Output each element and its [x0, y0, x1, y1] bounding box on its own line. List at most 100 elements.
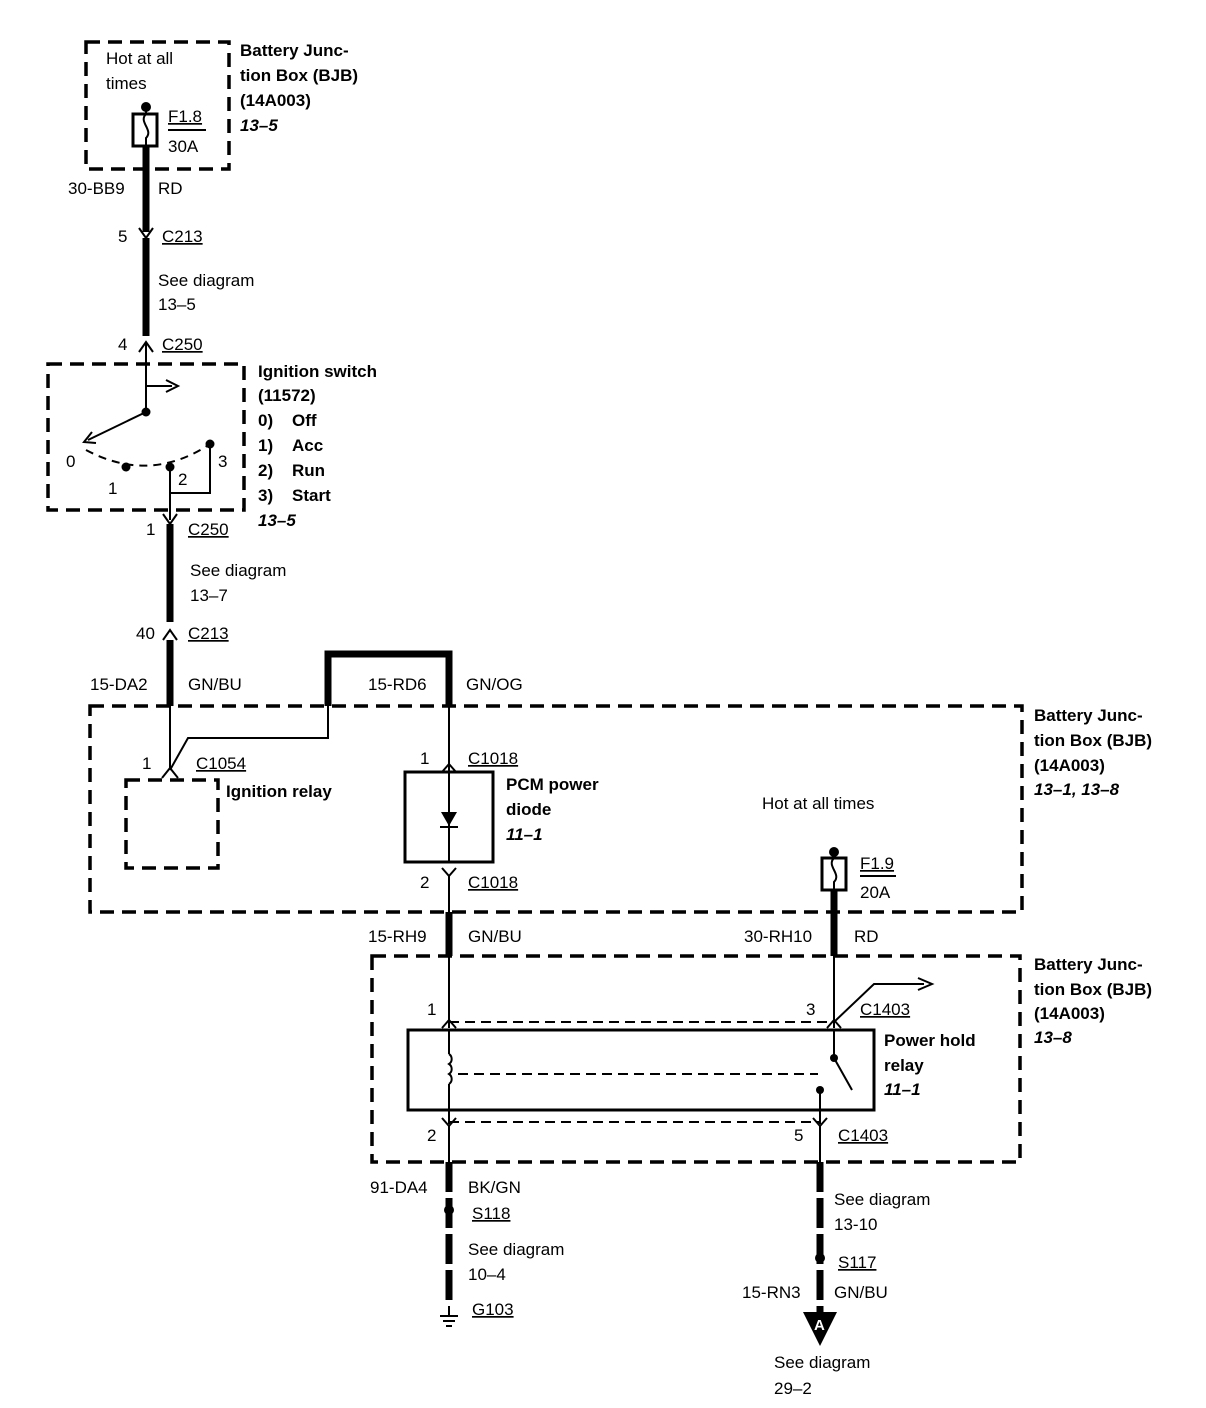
ignition-contact-2: 2	[178, 470, 187, 489]
wire-da4-color: BK/GN	[468, 1178, 521, 1197]
relay-pin1-icon	[441, 1018, 457, 1029]
pcm-diode-label-1: PCM power	[506, 775, 599, 794]
splice-s118-dot	[444, 1205, 454, 1215]
relay-pin5-label: 5	[794, 1126, 803, 1145]
relay-pin1-label: 1	[427, 1000, 436, 1019]
ignition-pos-0-label: Off	[292, 411, 317, 430]
pcm-diode-connector-top: C1018	[468, 749, 518, 768]
wire-rd6-to-relay	[169, 706, 329, 771]
see-13-7-line1: See diagram	[190, 561, 286, 580]
ignition-title-1: Ignition switch	[258, 362, 377, 381]
relay-coil-icon	[447, 1030, 453, 1110]
see-13-7-line2: 13–7	[190, 586, 228, 605]
bjb-top-title-1: Battery Junc-	[240, 41, 349, 60]
wire-rh10-circuit: 30-RH10	[744, 927, 812, 946]
fuse-f19-id: F1.9	[860, 854, 894, 873]
see-13-10-line1: See diagram	[834, 1190, 930, 1209]
connector-a-arrow-icon	[803, 1312, 837, 1346]
c213-bottom-pin-icon	[162, 628, 178, 641]
bjb-mid-title-1: Battery Junc-	[1034, 706, 1143, 725]
ignition-contact-3: 3	[218, 452, 227, 471]
see-10-4-line1: See diagram	[468, 1240, 564, 1259]
bjb-top-title-3: (14A003)	[240, 91, 311, 110]
bjb-mid-hot-note: Hot at all times	[762, 794, 874, 813]
pcm-diode-pin-top: 1	[420, 749, 429, 768]
bjb-bottom-title-1: Battery Junc-	[1034, 955, 1143, 974]
fuse-f19-rating: 20A	[860, 883, 891, 902]
wire-rh9-color: GN/BU	[468, 927, 522, 946]
fuse-f19-terminal	[829, 847, 839, 857]
pcm-diode-pin-top-icon	[441, 762, 457, 773]
ignition-ref: 13–5	[258, 511, 296, 530]
pcm-diode-ref: 11–1	[506, 825, 543, 844]
relay-connector-top: C1403	[860, 1000, 910, 1019]
bjb-mid-ref: 13–1, 13–8	[1034, 780, 1120, 799]
ignition-relay-box	[124, 778, 220, 870]
wire-bb9-color: RD	[158, 179, 183, 198]
see-13-10-line2: 13-10	[834, 1215, 877, 1234]
wire-rn3-circuit: 15-RN3	[742, 1283, 801, 1302]
ignition-pos-2-num: 2)	[258, 461, 273, 480]
connector-a-label: A	[814, 1317, 825, 1334]
wire-da2-circuit: 15-DA2	[90, 675, 148, 694]
bjb-mid-title-3: (14A003)	[1034, 756, 1105, 775]
pcm-diode-label-2: diode	[506, 800, 551, 819]
bjb-top-note-1: Hot at all	[106, 49, 173, 68]
wire-bb9-circuit: 30-BB9	[68, 179, 125, 198]
relay-pin3-icon	[826, 1018, 842, 1029]
wire-da4-circuit: 91-DA4	[370, 1178, 428, 1197]
c213-top-connector: C213	[162, 227, 203, 246]
ignition-relay-connector: C1054	[196, 754, 246, 773]
wire-rd6-color: GN/OG	[466, 675, 523, 694]
wire-15-rd6	[324, 650, 453, 706]
relay-connector-bottom: C1403	[838, 1126, 888, 1145]
ignition-pos-3-label: Start	[292, 486, 331, 505]
ignition-contact-0: 0	[66, 452, 75, 471]
see-29-2-line2: 29–2	[774, 1379, 812, 1398]
wire-rd6-circuit: 15-RD6	[368, 675, 427, 694]
bjb-mid-title-2: tion Box (BJB)	[1034, 731, 1152, 750]
ground-g103-label: G103	[472, 1300, 514, 1319]
pcm-diode-connector-bottom: C1018	[468, 873, 518, 892]
bjb-top-note-2: times	[106, 74, 147, 93]
ignition-pos-3-num: 3)	[258, 486, 273, 505]
bjb-bottom-title-3: (14A003)	[1034, 1004, 1105, 1023]
ignition-relay-label: Ignition relay	[226, 782, 332, 801]
ignition-pos-1-label: Acc	[292, 436, 323, 455]
bjb-bottom-box	[370, 954, 1022, 1164]
ignition-relay-pin: 1	[142, 754, 151, 773]
c213-bottom-pin: 40	[136, 624, 155, 643]
fuse-f18-rating: 30A	[168, 137, 199, 156]
splice-s117-label: S117	[838, 1253, 876, 1272]
see-13-5-line1: See diagram	[158, 271, 254, 290]
bjb-top-box	[84, 40, 231, 171]
c250-bottom-connector: C250	[188, 520, 229, 539]
diode-icon	[440, 772, 458, 862]
splice-s117-dot	[815, 1253, 825, 1263]
ignition-pos-2-label: Run	[292, 461, 325, 480]
see-29-2-line1: See diagram	[774, 1353, 870, 1372]
c250-bottom-pin: 1	[146, 520, 155, 539]
power-hold-relay-box	[406, 1028, 876, 1112]
ignition-contact-1: 1	[108, 479, 117, 498]
power-hold-label-2: relay	[884, 1056, 924, 1075]
see-13-5-line2: 13–5	[158, 295, 196, 314]
bjb-bottom-title-2: tion Box (BJB)	[1034, 980, 1152, 999]
wire-rh9-circuit: 15-RH9	[368, 927, 427, 946]
c213-bottom-connector: C213	[188, 624, 229, 643]
bjb-top-ref: 13–5	[240, 116, 278, 135]
ground-icon	[440, 1306, 458, 1327]
splice-s118-label: S118	[472, 1204, 510, 1223]
relay-pin3-label: 3	[806, 1000, 815, 1019]
see-10-4-line2: 10–4	[468, 1265, 506, 1284]
ignition-pos-1-num: 1)	[258, 436, 273, 455]
c213-top-pin: 5	[118, 227, 127, 246]
relay-pin2-label: 2	[427, 1126, 436, 1145]
fuse-f19-icon	[820, 856, 848, 892]
bjb-top-title-2: tion Box (BJB)	[240, 66, 358, 85]
pcm-diode-pin-bottom: 2	[420, 873, 429, 892]
ignition-relay-pin-icon	[161, 766, 179, 779]
relay-switch-icon	[816, 1030, 853, 1124]
ignition-title-2: (11572)	[258, 386, 316, 405]
